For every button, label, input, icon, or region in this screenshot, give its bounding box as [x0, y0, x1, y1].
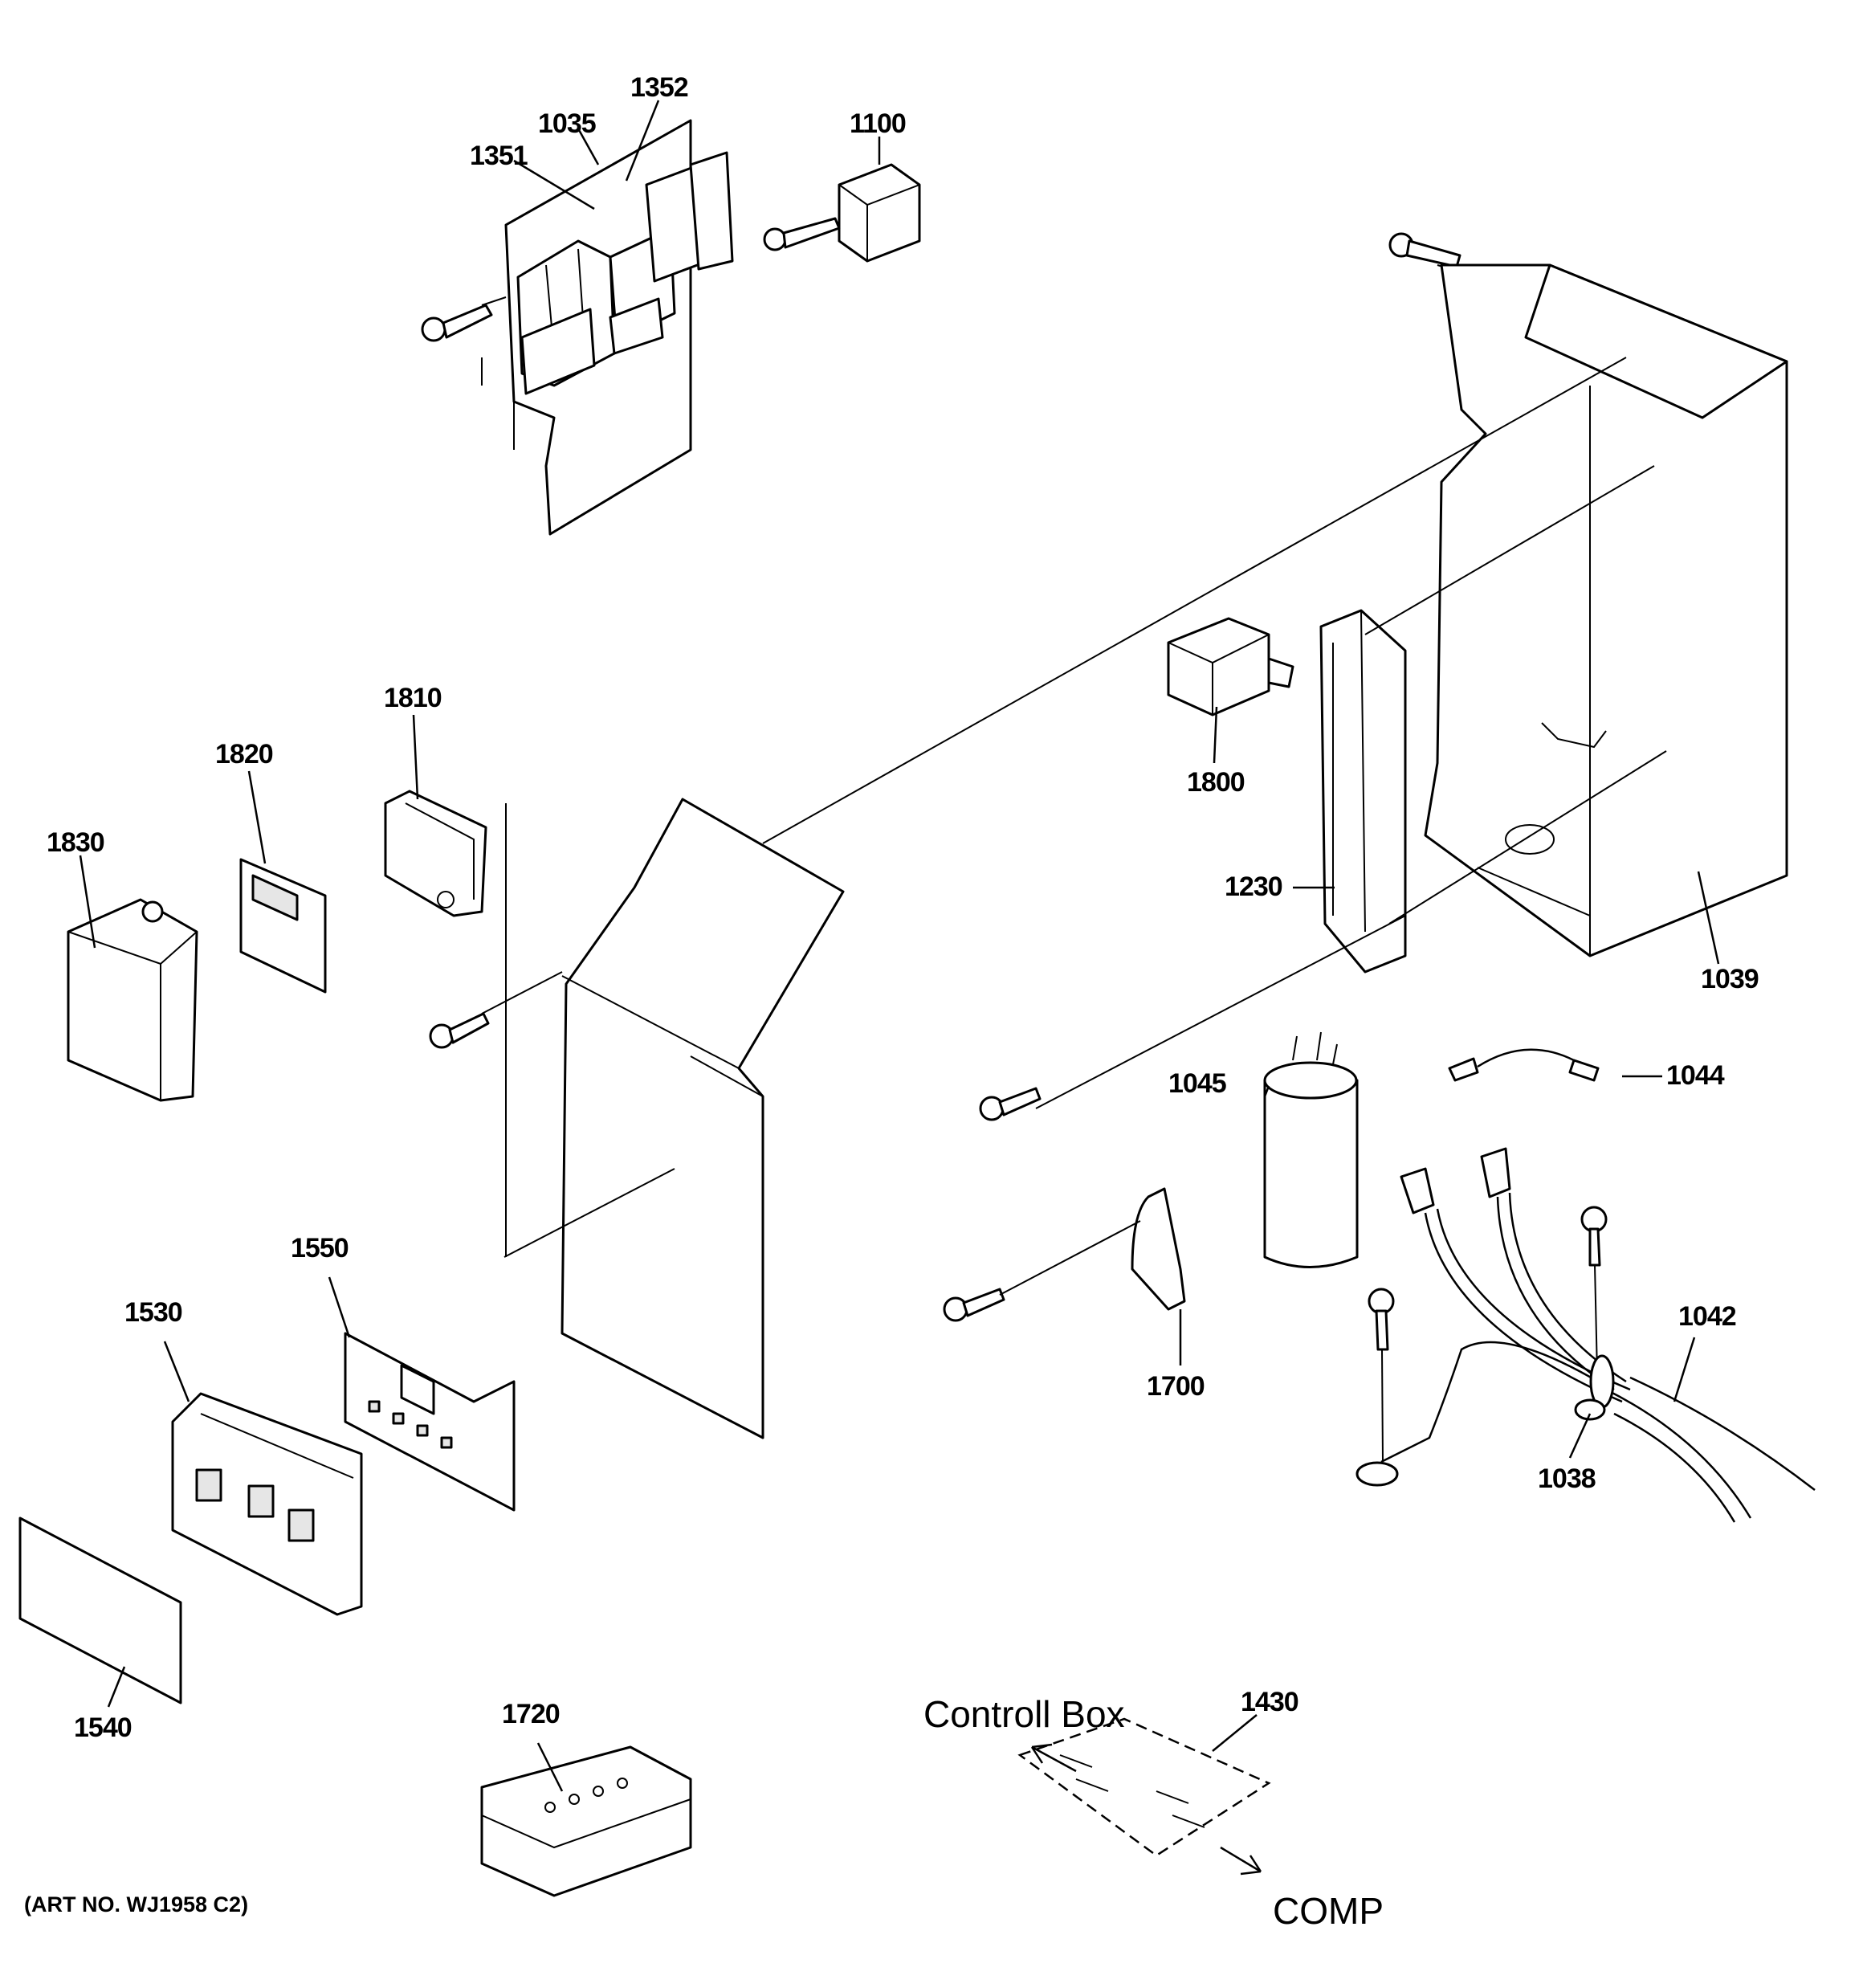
callout-1820: 1820: [215, 739, 273, 769]
callout-1352: 1352: [630, 72, 688, 103]
wiring-label: [1017, 1717, 1271, 1857]
callout-1044: 1044: [1666, 1060, 1725, 1091]
comp-arrow: [1220, 1846, 1262, 1876]
jumper-wire: [1448, 1048, 1600, 1082]
callout-1720: 1720: [502, 1699, 560, 1729]
harness-tie: [1574, 1354, 1615, 1421]
callout-1045: 1045: [1168, 1068, 1226, 1099]
main-control-board: [481, 119, 734, 536]
capacitor: [1263, 1031, 1359, 1268]
callout-1230: 1230: [1225, 872, 1282, 902]
small-sensor-board: [239, 858, 327, 994]
front-housing: [171, 1392, 363, 1616]
callout-1430: 1430: [1241, 1687, 1298, 1717]
panel-screw: [429, 1012, 490, 1049]
callout-1540: 1540: [74, 1712, 132, 1743]
board-screw: [421, 304, 493, 342]
callout-1530: 1530: [124, 1297, 182, 1328]
callout-1038: 1038: [1538, 1463, 1596, 1494]
sensor-cover: [67, 898, 198, 1102]
harness-screw-1: [1580, 1206, 1608, 1267]
harness-screw-2: [1368, 1288, 1395, 1351]
transformer: [1167, 617, 1294, 716]
relay: [838, 163, 921, 263]
callout-1035: 1035: [538, 108, 596, 139]
callout-1810: 1810: [384, 683, 442, 713]
display-film: [18, 1517, 182, 1704]
callout-1042: 1042: [1678, 1301, 1736, 1332]
display-board: [344, 1332, 516, 1512]
case-screw-top: [1388, 232, 1461, 268]
center-panel: [503, 798, 845, 1439]
callout-1830: 1830: [47, 827, 104, 858]
control-box-housing: [1424, 263, 1788, 957]
capacitor-screw: [979, 1087, 1042, 1121]
callout-1100: 1100: [850, 108, 906, 139]
controll-box-label: Controll Box: [923, 1693, 1125, 1735]
mounting-bracket: [1319, 609, 1407, 974]
clamp-screw: [943, 1288, 1005, 1322]
callout-1351: 1351: [470, 141, 528, 171]
callout-1700: 1700: [1147, 1371, 1205, 1402]
wire-harness: [1355, 1147, 1816, 1523]
comp-label: COMP: [1273, 1890, 1384, 1932]
remote-control: [480, 1745, 692, 1897]
art-number: (ART NO. WJ1958 C2): [24, 1892, 248, 1917]
sensor-holder: [384, 790, 487, 917]
capacitor-clamp: [1131, 1187, 1186, 1311]
callout-1800: 1800: [1187, 767, 1245, 798]
controll-box-arrow: [1030, 1743, 1077, 1773]
callout-1550: 1550: [291, 1233, 349, 1263]
relay-screw: [763, 217, 841, 251]
callout-1039: 1039: [1701, 964, 1759, 994]
